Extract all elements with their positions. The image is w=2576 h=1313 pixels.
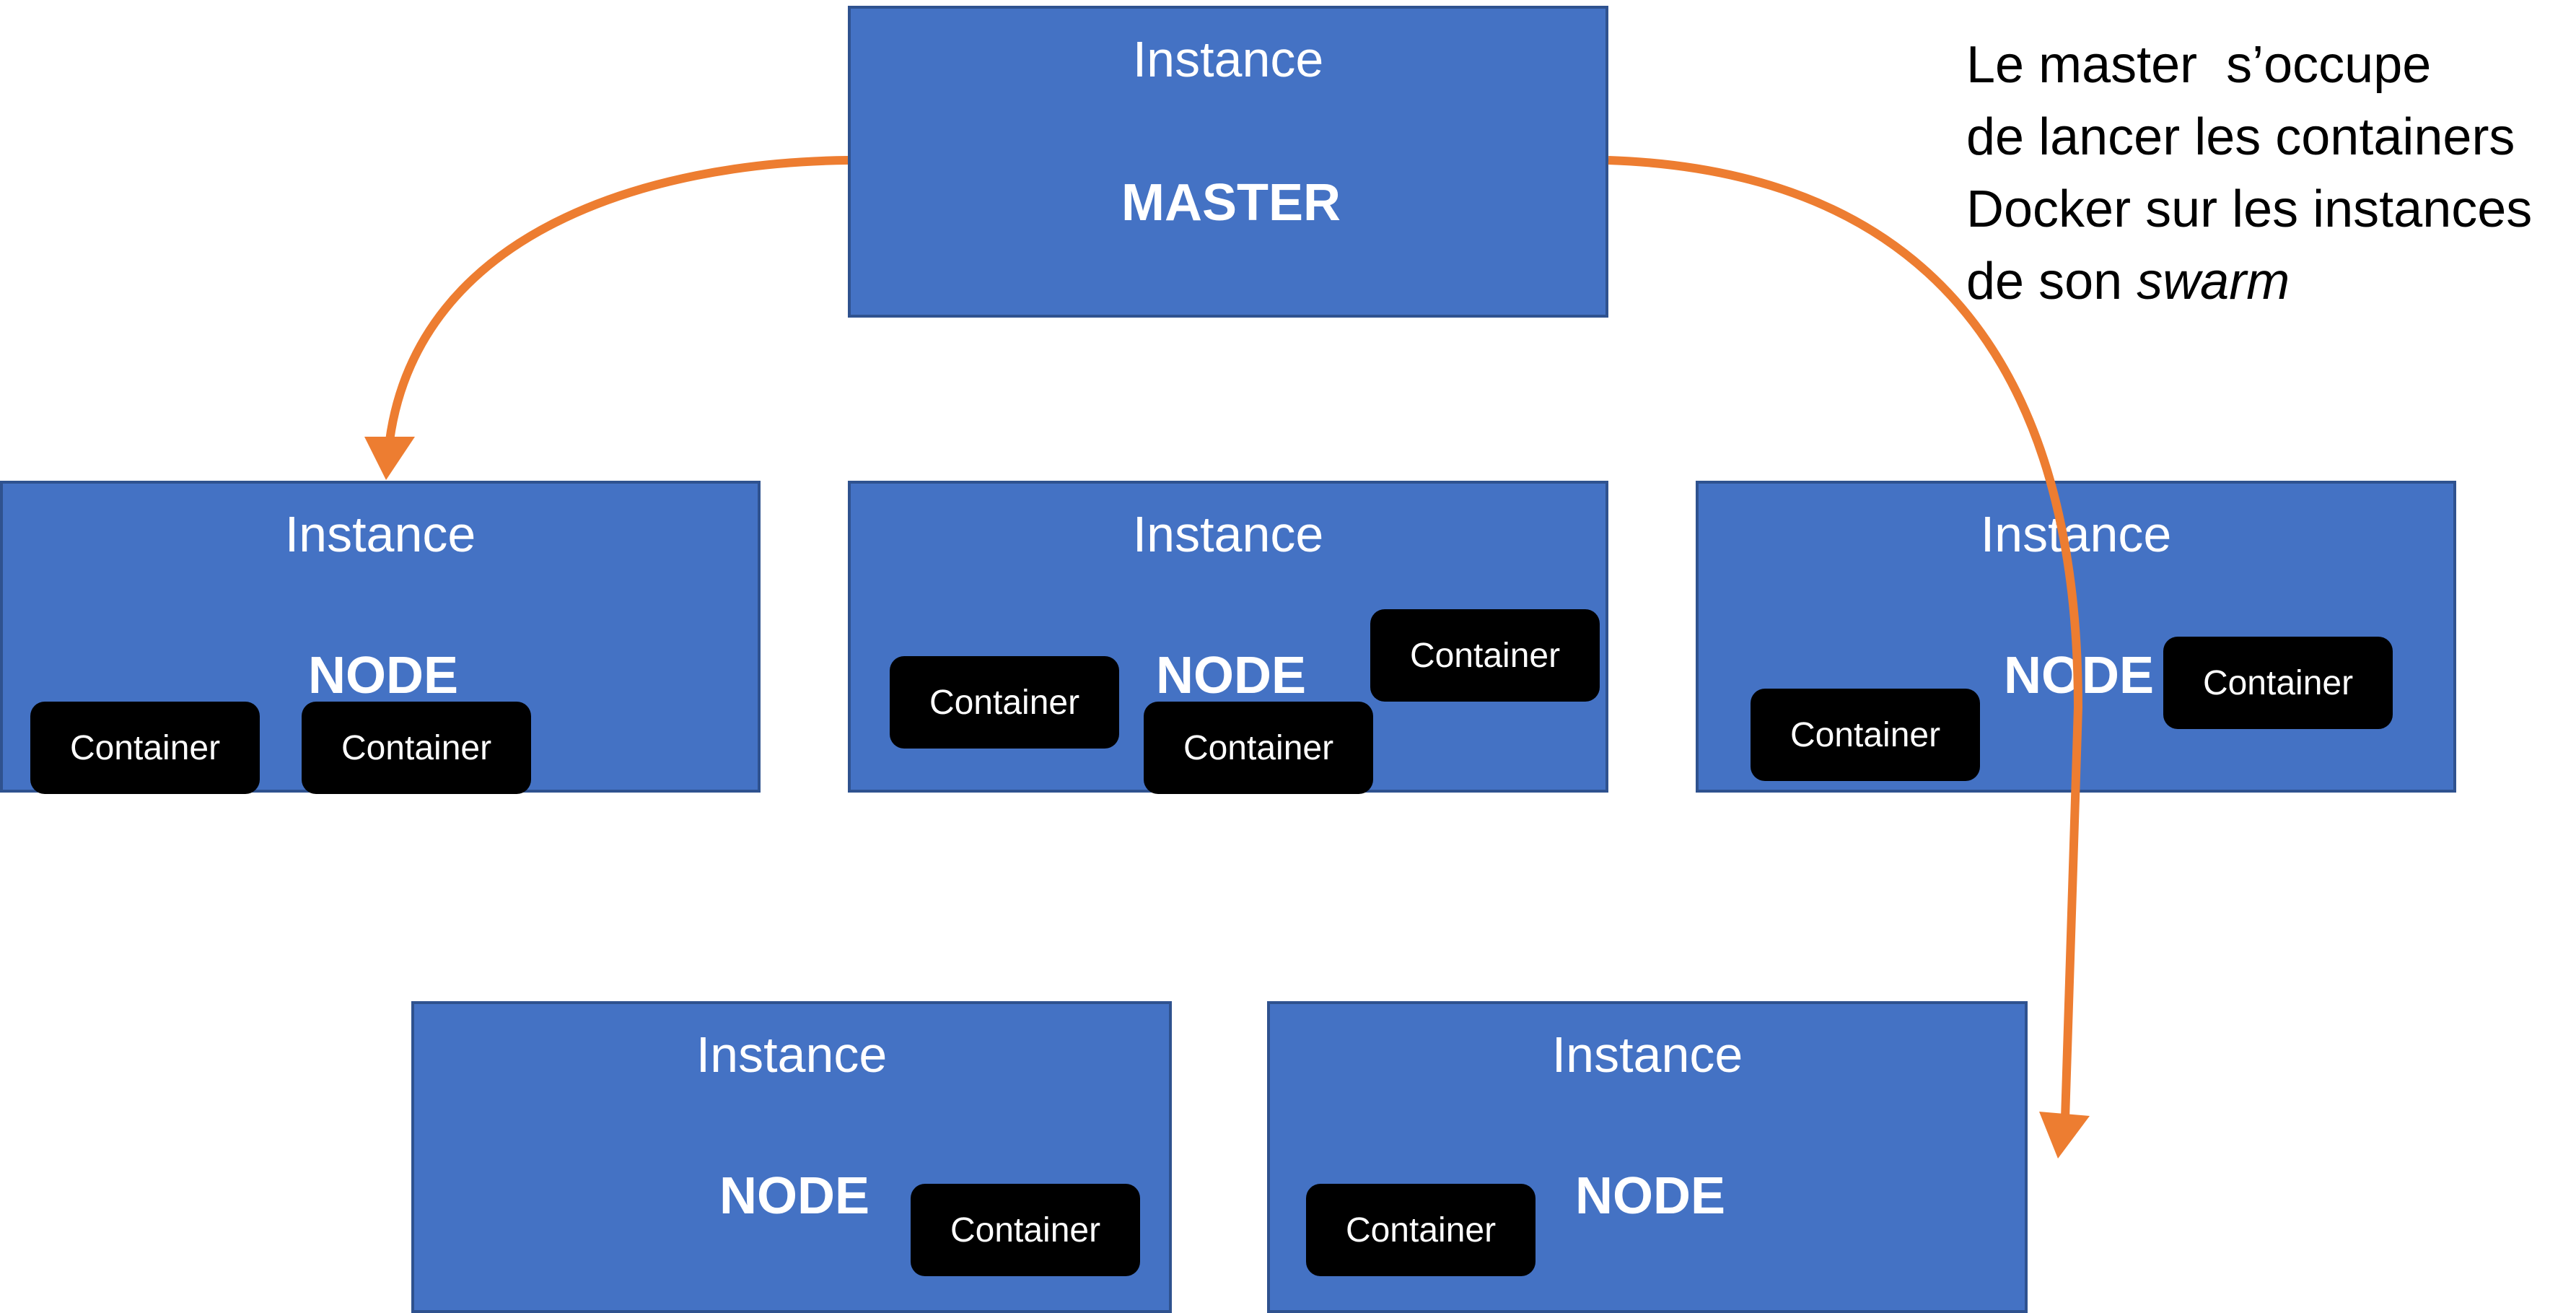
note-line-2: de lancer les containers: [1966, 108, 2515, 166]
node-instance-box: Instance NODE Container Container: [0, 481, 761, 794]
container-chip: Container: [890, 656, 1119, 749]
container-chip: Container: [302, 702, 531, 794]
container-chip: Container: [1370, 609, 1600, 702]
node-instance-box: Instance NODE Container Container Contai…: [848, 481, 1608, 794]
container-chip: Container: [30, 702, 260, 794]
node-instance-title: Instance: [1132, 506, 1324, 562]
arrow-master-to-node5: [1608, 156, 2083, 1120]
container-chip: Container: [1144, 702, 1373, 794]
arrow-head-node5: [2039, 1112, 2090, 1159]
container-chip: Container: [1306, 1184, 1535, 1276]
note-line-4: de son swarm: [1966, 245, 2532, 318]
arrow-master-to-node1: [385, 156, 849, 441]
arrow-head-node1: [364, 437, 415, 480]
node-role-label: NODE: [307, 647, 459, 705]
node-instance-box: Instance NODE Container: [1267, 1001, 2028, 1313]
note-line-1: Le master s’occupe: [1966, 36, 2432, 94]
master-instance-title: Instance: [1132, 31, 1324, 87]
note-line-4-prefix: de son: [1966, 253, 2137, 310]
master-instance-box: Instance MASTER: [848, 6, 1608, 318]
node-instance-title: Instance: [1551, 1026, 1743, 1083]
node-role-label: NODE: [1155, 647, 1307, 705]
note-line-4-italic: swarm: [2137, 253, 2290, 310]
description-note: Le master s’occupe de lancer les contain…: [1966, 29, 2532, 318]
node-instance-title: Instance: [696, 1026, 888, 1083]
master-role-label: MASTER: [1121, 174, 1341, 232]
container-chip: Container: [2163, 637, 2393, 729]
container-chip: Container: [911, 1184, 1140, 1276]
container-chip: Container: [1751, 689, 1980, 781]
node-role-label: NODE: [1574, 1167, 1726, 1225]
node-instance-title: Instance: [284, 506, 476, 562]
note-line-3: Docker sur les instances: [1966, 180, 2533, 238]
node-instance-box: Instance NODE Container: [411, 1001, 1172, 1313]
node-role-label: NODE: [719, 1167, 870, 1225]
node-instance-title: Instance: [1980, 506, 2172, 562]
